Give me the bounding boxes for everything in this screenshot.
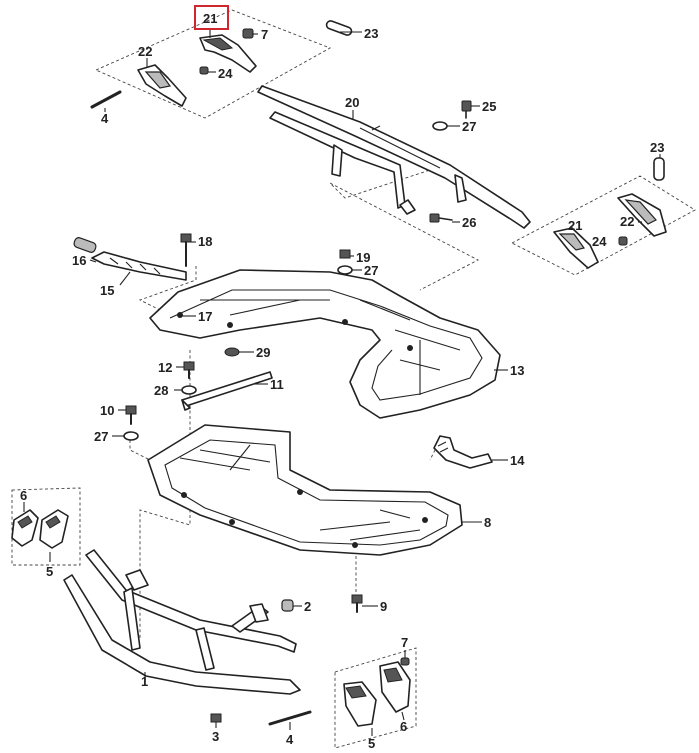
part-2-nut[interactable] <box>281 599 294 612</box>
label-10[interactable]: 10 <box>100 403 114 418</box>
label-4-bottom[interactable]: 4 <box>286 732 294 747</box>
label-18[interactable]: 18 <box>198 234 212 249</box>
label-8[interactable]: 8 <box>484 515 491 530</box>
label-19[interactable]: 19 <box>356 250 370 265</box>
label-24-top[interactable]: 24 <box>218 66 233 81</box>
part-13-upper-rack[interactable] <box>149 269 501 419</box>
part-23-pin-top[interactable] <box>325 20 353 36</box>
label-27-mid[interactable]: 27 <box>364 263 378 278</box>
part-12-bolt[interactable] <box>183 361 195 379</box>
part-20-rear-bar[interactable] <box>257 85 531 229</box>
part-28-washer[interactable] <box>181 385 197 395</box>
label-21-right[interactable]: 21 <box>568 218 582 233</box>
part-27-washer-low[interactable] <box>123 431 139 441</box>
label-25[interactable]: 25 <box>482 99 496 114</box>
part-29-nut[interactable] <box>224 347 240 357</box>
label-26[interactable]: 26 <box>462 215 476 230</box>
part-7-nut-top[interactable] <box>242 28 254 39</box>
part-15-handle[interactable] <box>91 251 187 281</box>
label-23-top[interactable]: 23 <box>364 26 378 41</box>
part-21-bracket-right[interactable] <box>553 227 599 269</box>
label-3[interactable]: 3 <box>212 729 219 744</box>
part-8-lower-rack[interactable] <box>147 424 463 556</box>
part-23-pin-right[interactable] <box>653 157 665 181</box>
label-27-top[interactable]: 27 <box>462 119 476 134</box>
part-7-nut-bottom[interactable] <box>400 657 410 666</box>
part-26-bolt[interactable] <box>429 213 453 223</box>
part-4-bolt-top[interactable] <box>90 90 122 109</box>
part-14-handle[interactable] <box>433 435 493 469</box>
group-box-right <box>511 175 696 276</box>
label-22-right[interactable]: 22 <box>620 214 634 229</box>
label-11[interactable]: 11 <box>270 377 284 392</box>
group-box-right-brackets <box>334 647 417 749</box>
label-6-left[interactable]: 6 <box>20 488 27 503</box>
label-27-low[interactable]: 27 <box>94 429 108 444</box>
part-9-bolt[interactable] <box>351 594 363 613</box>
label-20[interactable]: 20 <box>345 95 359 110</box>
label-14[interactable]: 14 <box>510 453 525 468</box>
label-7-bottom[interactable]: 7 <box>401 635 408 650</box>
label-12[interactable]: 12 <box>158 360 172 375</box>
label-23-right[interactable]: 23 <box>650 140 664 155</box>
part-21-bracket[interactable] <box>199 34 257 73</box>
part-11-strap[interactable] <box>181 371 273 411</box>
part-22-bracket-top[interactable] <box>137 64 187 107</box>
part-27-washer-mid[interactable] <box>337 265 353 275</box>
label-5-left[interactable]: 5 <box>46 564 53 579</box>
leader-lines <box>23 29 661 736</box>
part-10-bolt[interactable] <box>125 405 137 425</box>
part-18-bolt[interactable] <box>180 233 192 267</box>
label-22-top[interactable]: 22 <box>138 44 152 59</box>
label-29[interactable]: 29 <box>256 345 270 360</box>
group-box-top <box>94 9 332 119</box>
part-1-bumper[interactable] <box>63 549 301 695</box>
label-13[interactable]: 13 <box>510 363 524 378</box>
part-6-bracket-right[interactable] <box>379 661 411 713</box>
group-box-left-brackets <box>11 487 81 566</box>
part-27-washer-top[interactable] <box>432 121 448 131</box>
label-15[interactable]: 15 <box>100 283 114 298</box>
part-19-bolt[interactable] <box>339 249 351 259</box>
label-21-top[interactable]: 21 <box>203 11 217 26</box>
label-17[interactable]: 17 <box>198 309 212 324</box>
part-5-bracket-left[interactable] <box>39 509 69 549</box>
label-1[interactable]: 1 <box>141 674 148 689</box>
part-6-bracket-left[interactable] <box>11 509 39 547</box>
highlight-box-21 <box>194 5 229 30</box>
part-22-bracket-right[interactable] <box>617 193 667 237</box>
label-6-bottom[interactable]: 6 <box>400 719 407 734</box>
callout-labels: 21 7 23 22 24 4 20 25 27 26 23 22 21 24 … <box>20 11 664 751</box>
leader-dash-2 <box>138 266 197 311</box>
part-24-nut-right[interactable] <box>618 236 628 246</box>
label-28[interactable]: 28 <box>154 383 168 398</box>
part-5-bracket-right[interactable] <box>343 681 377 727</box>
label-2[interactable]: 2 <box>304 599 311 614</box>
part-4-bolt-bottom[interactable] <box>268 710 312 726</box>
label-5-bottom[interactable]: 5 <box>368 736 375 751</box>
label-9[interactable]: 9 <box>380 599 387 614</box>
label-24-right[interactable]: 24 <box>592 234 607 249</box>
label-7-top[interactable]: 7 <box>261 27 268 42</box>
part-16-grip[interactable] <box>73 237 97 254</box>
part-25-bolt[interactable] <box>461 100 472 119</box>
part-24-nut-top[interactable] <box>199 66 209 75</box>
label-4-top[interactable]: 4 <box>101 111 109 126</box>
label-16[interactable]: 16 <box>72 253 86 268</box>
part-3-bolt[interactable] <box>210 713 222 723</box>
